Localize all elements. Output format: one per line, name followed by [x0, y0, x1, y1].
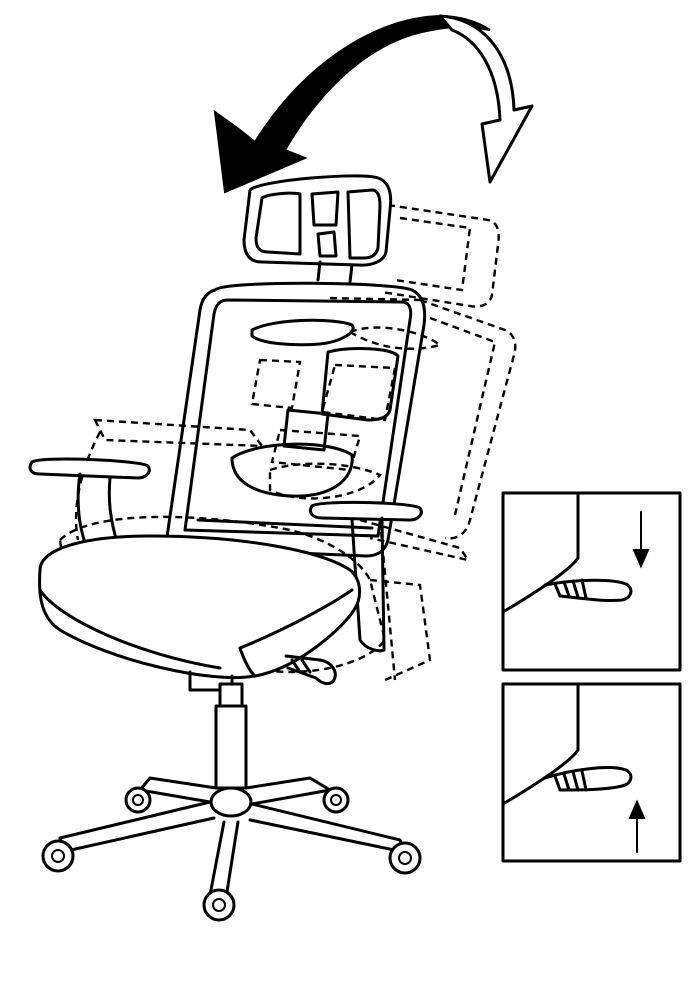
return-forward-arrow-icon [438, 14, 534, 184]
headrest [242, 174, 393, 284]
backrest [166, 281, 427, 558]
caster-wheels [41, 786, 422, 922]
recline-back-arrow-icon [213, 14, 491, 194]
seat [38, 534, 361, 680]
gas-cylinder [214, 682, 248, 790]
upright-chair [28, 174, 427, 922]
inset-lever-release-up [501, 682, 682, 863]
lever-press-down-arrow-icon [632, 511, 650, 569]
inset-lever-press-down [501, 491, 682, 672]
lever-release-up-arrow-icon [628, 799, 646, 853]
star-base [41, 776, 422, 922]
